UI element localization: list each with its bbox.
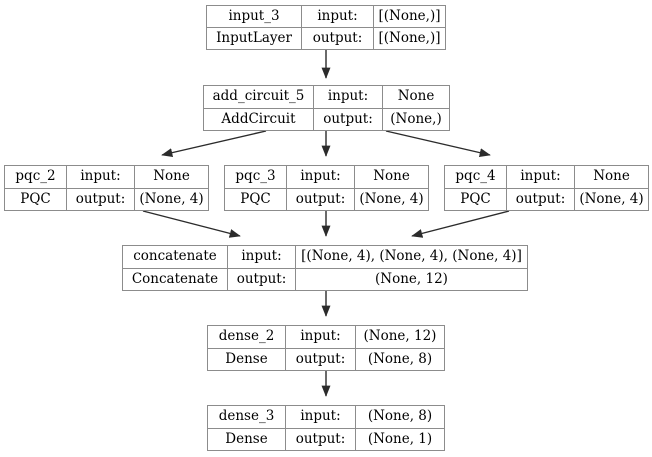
node-dense_2[interactable]: dense_2 input: (None, 12) Dense output: … xyxy=(207,325,445,371)
node-row-input: dense_3 input: (None, 8) xyxy=(208,406,444,429)
node-input-shape: (None, 8) xyxy=(367,408,433,424)
node-class-add_circuit_5: AddCircuit xyxy=(204,108,314,130)
node-output-shape: [(None,)] xyxy=(378,29,441,46)
node-title-concatenate: concatenate xyxy=(123,246,228,268)
node-output-shape: (None, 8) xyxy=(367,350,433,367)
node-input-label: input: xyxy=(314,86,383,108)
node-title-pqc_3: pqc_3 xyxy=(225,166,287,188)
node-output-label: output: xyxy=(507,188,575,210)
edge-pqc_4-concatenate xyxy=(411,210,510,238)
node-output-shape: (None, 4) xyxy=(359,190,424,207)
node-concatenate[interactable]: concatenate input: [(None, 4), (None, 4)… xyxy=(122,245,528,291)
node-pqc_2[interactable]: pqc_2 input: None PQC output: (None, 4) xyxy=(4,165,209,211)
node-input-shape: None xyxy=(593,168,630,184)
node-row-output: PQC output: (None, 4) xyxy=(5,188,208,210)
node-title-add_circuit_5: add_circuit_5 xyxy=(204,86,314,108)
node-output-label: output: xyxy=(286,428,356,450)
node-input_3[interactable]: input_3 input: [(None,)] InputLayer outp… xyxy=(206,5,446,50)
node-row-input: add_circuit_5 input: None xyxy=(204,86,449,109)
node-input-label: input: xyxy=(507,166,575,188)
node-row-output: Concatenate output: (None, 12) xyxy=(123,268,527,290)
node-output-shape: (None, 12) xyxy=(375,270,448,287)
node-title-input_3: input_3 xyxy=(207,6,302,27)
node-output-shape: (None,) xyxy=(390,110,442,127)
node-input-shape: None xyxy=(397,88,435,104)
node-row-output: Dense output: (None, 8) xyxy=(208,348,444,370)
node-add_circuit_5[interactable]: add_circuit_5 input: None AddCircuit out… xyxy=(203,85,450,131)
node-output-shape: (None, 1) xyxy=(367,430,433,447)
node-title-pqc_4: pqc_4 xyxy=(445,166,507,188)
node-input-label: input: xyxy=(228,246,296,268)
node-row-output: PQC output: (None, 4) xyxy=(225,188,428,210)
node-row-input: pqc_3 input: None xyxy=(225,166,428,189)
node-input-shape: None xyxy=(153,168,190,184)
node-class-pqc_4: PQC xyxy=(445,188,507,210)
node-row-output: Dense output: (None, 1) xyxy=(208,428,444,450)
node-output-label: output: xyxy=(286,348,356,370)
node-output-label: output: xyxy=(67,188,135,210)
node-input-label: input: xyxy=(67,166,135,188)
node-input-label: input: xyxy=(287,166,355,188)
node-title-dense_2: dense_2 xyxy=(208,326,286,348)
node-row-output: AddCircuit output: (None,) xyxy=(204,108,449,130)
node-class-pqc_2: PQC xyxy=(5,188,67,210)
node-input-label: input: xyxy=(286,326,356,348)
node-input-shape: (None, 12) xyxy=(363,328,437,344)
node-input-shape: None xyxy=(373,168,410,184)
node-output-label: output: xyxy=(287,188,355,210)
node-class-dense_3: Dense xyxy=(208,428,286,450)
node-pqc_4[interactable]: pqc_4 input: None PQC output: (None, 4) xyxy=(444,165,649,211)
node-input-shape: [(None,)] xyxy=(378,7,441,24)
node-row-input: concatenate input: [(None, 4), (None, 4)… xyxy=(123,246,527,269)
node-output-label: output: xyxy=(228,268,296,290)
node-output-label: output: xyxy=(302,28,374,49)
node-row-input: dense_2 input: (None, 12) xyxy=(208,326,444,349)
node-row-output: PQC output: (None, 4) xyxy=(445,188,648,210)
node-pqc_3[interactable]: pqc_3 input: None PQC output: (None, 4) xyxy=(224,165,429,211)
node-class-dense_2: Dense xyxy=(208,348,286,370)
node-class-concatenate: Concatenate xyxy=(123,268,228,290)
edge-add_circuit_5-pqc_2 xyxy=(161,130,267,158)
node-class-pqc_3: PQC xyxy=(225,188,287,210)
node-row-input: pqc_2 input: None xyxy=(5,166,208,189)
node-input-shape: [(None, 4), (None, 4), (None, 4)] xyxy=(301,248,522,264)
node-input-label: input: xyxy=(286,406,356,428)
node-title-dense_3: dense_3 xyxy=(208,406,286,428)
edge-add_circuit_5-pqc_4 xyxy=(385,130,491,158)
node-input-label: input: xyxy=(302,6,374,27)
node-output-shape: (None, 4) xyxy=(139,190,204,207)
node-class-input_3: InputLayer xyxy=(207,28,302,49)
node-output-label: output: xyxy=(314,108,383,130)
node-title-pqc_2: pqc_2 xyxy=(5,166,67,188)
node-row-input: pqc_4 input: None xyxy=(445,166,648,189)
node-dense_3[interactable]: dense_3 input: (None, 8) Dense output: (… xyxy=(207,405,445,451)
node-row-output: InputLayer output: [(None,)] xyxy=(207,28,445,49)
node-output-shape: (None, 4) xyxy=(579,190,644,207)
edge-pqc_2-concatenate xyxy=(142,210,241,238)
node-row-input: input_3 input: [(None,)] xyxy=(207,6,445,28)
